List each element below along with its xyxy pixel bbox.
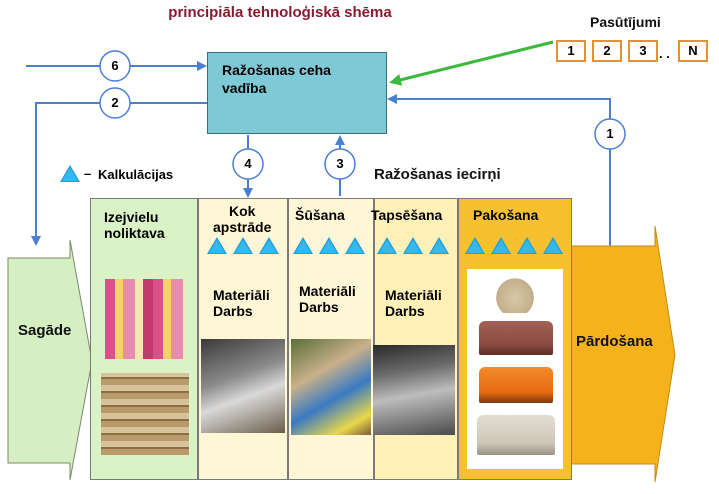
orange-sofa-image (479, 367, 553, 403)
flow-number-3: 3 (336, 156, 344, 171)
order-box: 2 (592, 40, 622, 62)
flow-circle-2 (99, 87, 131, 119)
sales-label: Pārdošana (576, 333, 653, 350)
calculation-legend (60, 165, 80, 183)
flow-number-1: 1 (606, 126, 614, 141)
flow-circle-4 (232, 148, 264, 180)
legend-dash: – (84, 166, 92, 181)
calculation-triangle-icon (345, 237, 365, 254)
stage-packaging: Pakošana (458, 198, 572, 480)
calculation-triangle-icon (377, 237, 397, 254)
calculation-triangle-icon (465, 237, 485, 254)
sales-arrow (569, 225, 676, 483)
grey-sofa-image (477, 415, 555, 455)
supply-label: Sagāde (18, 322, 72, 339)
fabric-rolls-image (105, 279, 185, 359)
orders-arrow (389, 40, 554, 86)
calculation-triangle-icon (207, 237, 227, 254)
calculation-triangle-icon (60, 165, 80, 183)
armchair-image (493, 275, 537, 313)
furniture-panel (467, 269, 563, 469)
flow-circle-1 (594, 118, 626, 150)
management-label: Ražošanas ceha vadība (222, 62, 331, 96)
calculation-triangle-icon (403, 237, 423, 254)
stage-title: Pakošana (473, 207, 539, 223)
flow-number-4: 4 (244, 156, 252, 171)
orders-label: Pasūtījumi (590, 14, 661, 30)
calculation-triangle-icon (517, 237, 537, 254)
arrow-2 (31, 102, 207, 246)
calculation-triangle-icon (429, 237, 449, 254)
areas-label: Ražošanas iecirņi (374, 166, 501, 183)
calculation-triangle-icon (319, 237, 339, 254)
calculation-markers (207, 237, 279, 254)
calculation-triangle-icon (259, 237, 279, 254)
flow-number-2: 2 (111, 95, 119, 110)
diagram-title: principiāla tehnoloģiskā shēma (168, 4, 392, 21)
stage-title: Tapsēšana (371, 207, 443, 223)
supply-arrow (7, 239, 93, 481)
order-box: N (678, 40, 708, 62)
calculation-markers (293, 237, 365, 254)
calculation-triangle-icon (543, 237, 563, 254)
flow-circle-6 (99, 50, 131, 82)
calculation-markers (377, 237, 449, 254)
flow-number-6: 6 (111, 58, 119, 73)
flow-circle-3 (324, 148, 356, 180)
brown-sofa-image (479, 321, 553, 355)
lumber-stack-image (101, 373, 189, 455)
calculation-triangle-icon (293, 237, 313, 254)
upholstery-photo (373, 345, 455, 435)
arrow-1 (387, 94, 611, 246)
stage-title: Šūšana (295, 207, 345, 223)
sewing-photo (291, 339, 371, 435)
woodwork-photo (201, 339, 285, 433)
order-box: 3 (628, 40, 658, 62)
management-box: Ražošanas ceha vadība (207, 52, 387, 134)
legend-label: Kalkulācijas (98, 167, 174, 182)
orders-ellipsis: . . (659, 46, 670, 61)
order-box: 1 (556, 40, 586, 62)
calculation-markers (465, 237, 563, 254)
calculation-triangle-icon (233, 237, 253, 254)
calculation-triangle-icon (491, 237, 511, 254)
